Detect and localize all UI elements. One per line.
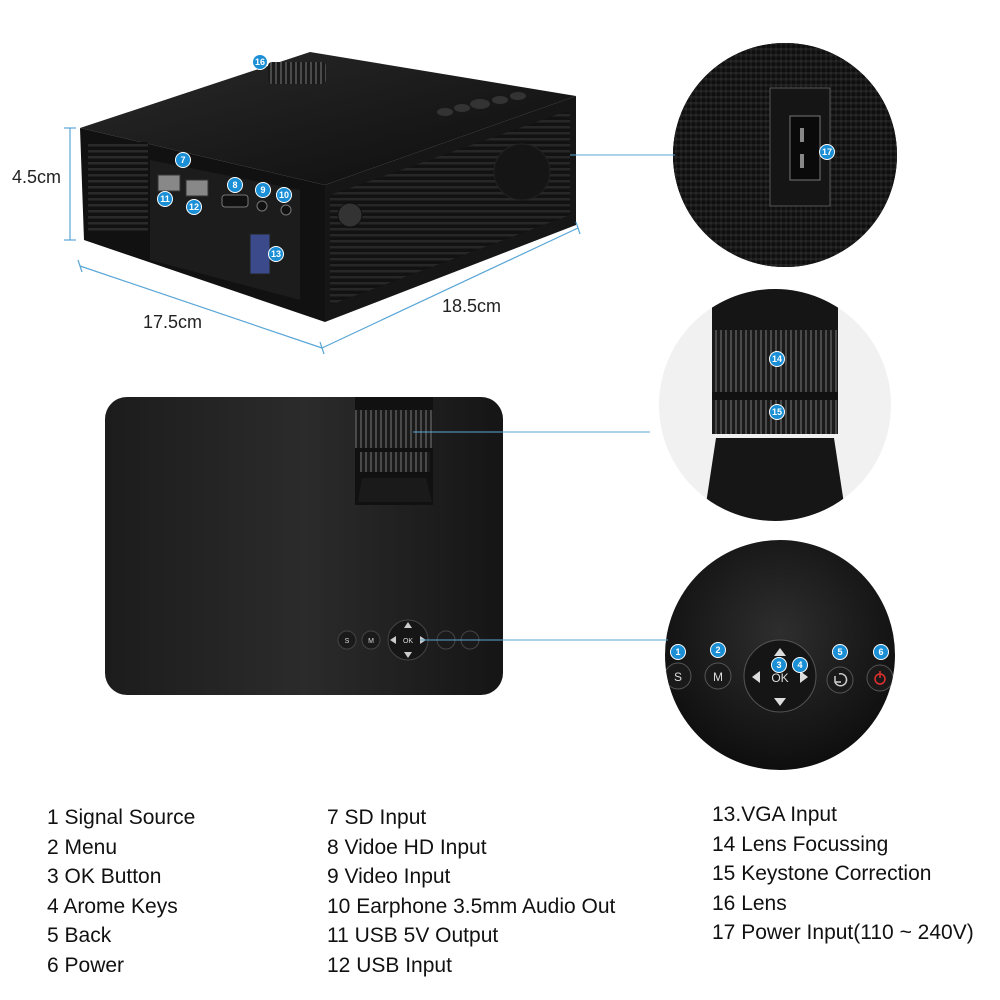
svg-text:8: 8 <box>232 180 237 190</box>
projector-iso-view <box>80 52 576 322</box>
svg-text:M: M <box>368 638 374 645</box>
legend-column-2: 7 SD Input 8 Vidoe HD Input 9 Video Inpu… <box>327 803 615 980</box>
svg-text:15: 15 <box>772 407 782 417</box>
svg-text:11: 11 <box>160 194 170 204</box>
legend-item: 4 Arome Keys <box>47 894 178 918</box>
svg-text:12: 12 <box>189 202 199 212</box>
callout-5: 5 <box>832 644 848 660</box>
legend-item: 5 Back <box>47 924 112 947</box>
width-dimension: 17.5cm <box>143 312 203 332</box>
callout-14: 14 <box>769 351 785 367</box>
svg-text:9: 9 <box>260 185 265 195</box>
svg-text:6: 6 <box>878 647 883 657</box>
legend-item: 16 Lens <box>712 891 787 915</box>
ok-button-label: OK <box>771 671 788 685</box>
height-dimension: 4.5cm <box>12 167 62 187</box>
leader-lines <box>413 154 675 641</box>
legend-column-1: 1 Signal Source 2 Menu 3 OK Button 4 Aro… <box>47 803 195 980</box>
legend-item: 17 Power Input(110 ~ 240V) <box>712 921 974 944</box>
svg-text:2: 2 <box>715 645 720 655</box>
legend-item: 9 Video Input <box>327 865 451 888</box>
callout-12: 12 <box>186 199 202 215</box>
svg-text:10: 10 <box>279 190 289 200</box>
callout-10: 10 <box>276 187 292 203</box>
legend-item: 10 Earphone 3.5mm Audio Out <box>327 894 616 918</box>
callout-4: 4 <box>792 657 808 673</box>
svg-text:OK: OK <box>403 638 413 645</box>
svg-text:17: 17 <box>822 147 832 157</box>
legend-item: 6 Power <box>47 953 125 977</box>
svg-text:5: 5 <box>837 647 842 657</box>
legend-item: 11 USB 5V Output <box>327 924 499 947</box>
svg-text:4: 4 <box>797 660 802 670</box>
svg-text:13: 13 <box>271 249 281 259</box>
legend-item: 15 Keystone Correction <box>712 862 932 885</box>
callout-7: 7 <box>175 152 191 168</box>
legend-item: 1 Signal Source <box>47 806 196 829</box>
callout-3: 3 <box>771 657 787 673</box>
callout-8: 8 <box>227 177 243 193</box>
legend-item: 7 SD Input <box>327 806 427 829</box>
menu-button-label: M <box>713 670 723 684</box>
legend-item: 8 Vidoe HD Input <box>327 835 487 859</box>
callout-6: 6 <box>873 644 889 660</box>
svg-text:S: S <box>345 638 350 645</box>
legend-item: 3 OK Button <box>47 865 162 888</box>
detail-buttons: S M OK <box>665 540 895 770</box>
callout-2: 2 <box>710 642 726 658</box>
callout-9: 9 <box>255 182 271 198</box>
legend-item: 12 USB Input <box>327 953 452 977</box>
legend-item: 14 Lens Focussing <box>712 832 889 856</box>
svg-text:14: 14 <box>772 354 782 364</box>
callout-1: 1 <box>670 644 686 660</box>
callout-11: 11 <box>157 191 173 207</box>
svg-text:16: 16 <box>255 57 265 67</box>
callout-15: 15 <box>769 404 785 420</box>
detail-power-input <box>673 43 897 267</box>
callout-13: 13 <box>268 246 284 262</box>
svg-text:3: 3 <box>776 660 781 670</box>
projector-top-view: S M OK <box>105 397 503 695</box>
svg-text:1: 1 <box>675 647 680 657</box>
callout-17: 17 <box>819 144 835 160</box>
callout-badges: 1 2 3 4 5 6 7 8 9 10 11 12 13 14 15 16 1… <box>157 54 889 673</box>
legend-column-3: 13.VGA Input 14 Lens Focussing 15 Keysto… <box>712 800 974 948</box>
dimension-lines <box>64 127 581 355</box>
legend-item: 13.VGA Input <box>712 803 837 826</box>
callout-16: 16 <box>252 54 268 70</box>
legend-item: 2 Menu <box>47 835 118 859</box>
svg-text:7: 7 <box>180 155 185 165</box>
source-button-label: S <box>674 670 682 684</box>
depth-dimension: 18.5cm <box>442 296 502 316</box>
